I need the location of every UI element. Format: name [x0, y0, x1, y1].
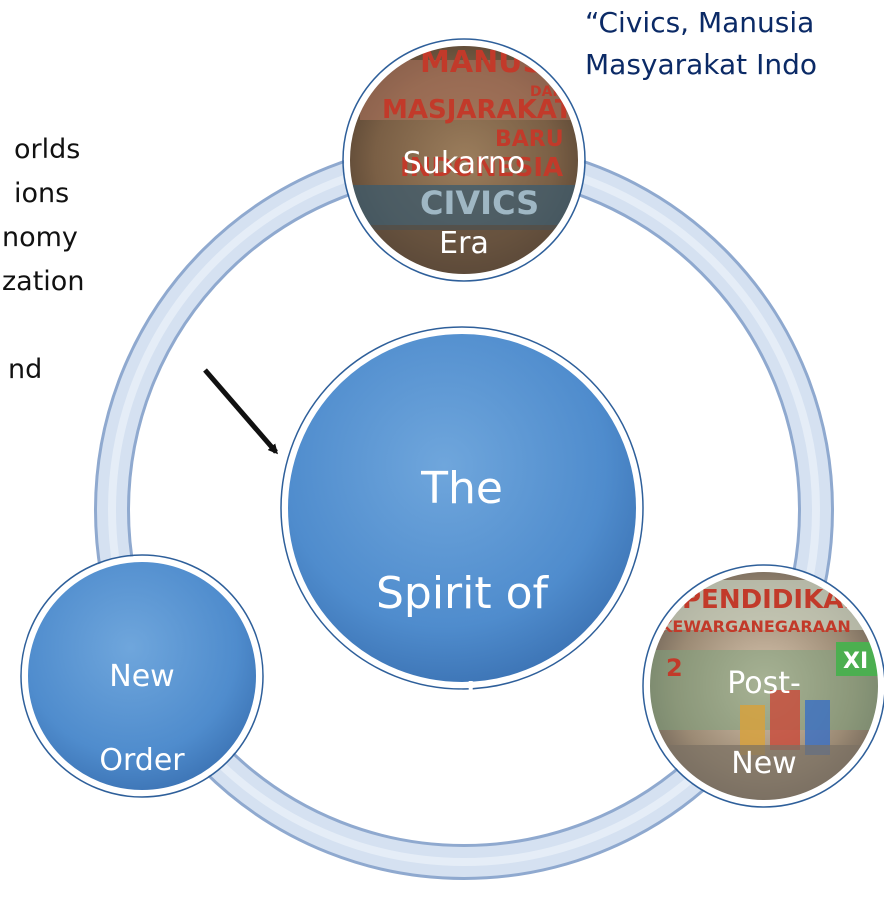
center-circle	[282, 328, 642, 688]
left-text-block: orlds ions nomy zation nd	[2, 128, 84, 392]
left-text-line: zation	[2, 266, 85, 297]
pointer-arrow	[203, 368, 278, 455]
book-title-quote: “Civics, Manusia Masyarakat Indo	[585, 2, 817, 86]
svg-text:XI: XI	[843, 649, 868, 674]
center-label: The Spirit of Bandung	[363, 462, 561, 725]
new-order-era-label: New Order Era	[99, 659, 185, 862]
cycle-diagram: MANUSIA DAN MASJARAKAT BARU INDONESIA CI…	[20, 38, 884, 880]
left-text-line: orlds	[14, 134, 81, 165]
svg-text:2: 2	[666, 654, 683, 682]
svg-text:INDONESIA: INDONESIA	[400, 153, 563, 183]
svg-text:BARU: BARU	[495, 127, 564, 152]
svg-text:MASJARAKAT: MASJARAKAT	[382, 95, 573, 125]
svg-text:CIVICS: CIVICS	[420, 184, 539, 222]
sukarno-book-image: MANUSIA DAN MASJARAKAT BARU INDONESIA CI…	[347, 43, 581, 277]
diagram: MANUSIA DAN MASJARAKAT BARU INDONESIA CI…	[2, 2, 884, 880]
left-text-line	[2, 304, 84, 348]
quote-line-1: “Civics, Manusia	[585, 6, 815, 39]
left-text-line: nomy	[2, 222, 78, 253]
new-order-circle	[22, 556, 262, 796]
left-text-line: nd	[8, 354, 43, 385]
post-new-order-label: Post- New Order	[721, 666, 807, 861]
left-text-line: ions	[14, 178, 70, 209]
sukarno-era-label: Sukarno Era	[402, 146, 526, 261]
svg-text:KEWARGANEGARAAN: KEWARGANEGARAAN	[660, 617, 851, 636]
quote-line-2: Masyarakat Indo	[585, 48, 817, 81]
